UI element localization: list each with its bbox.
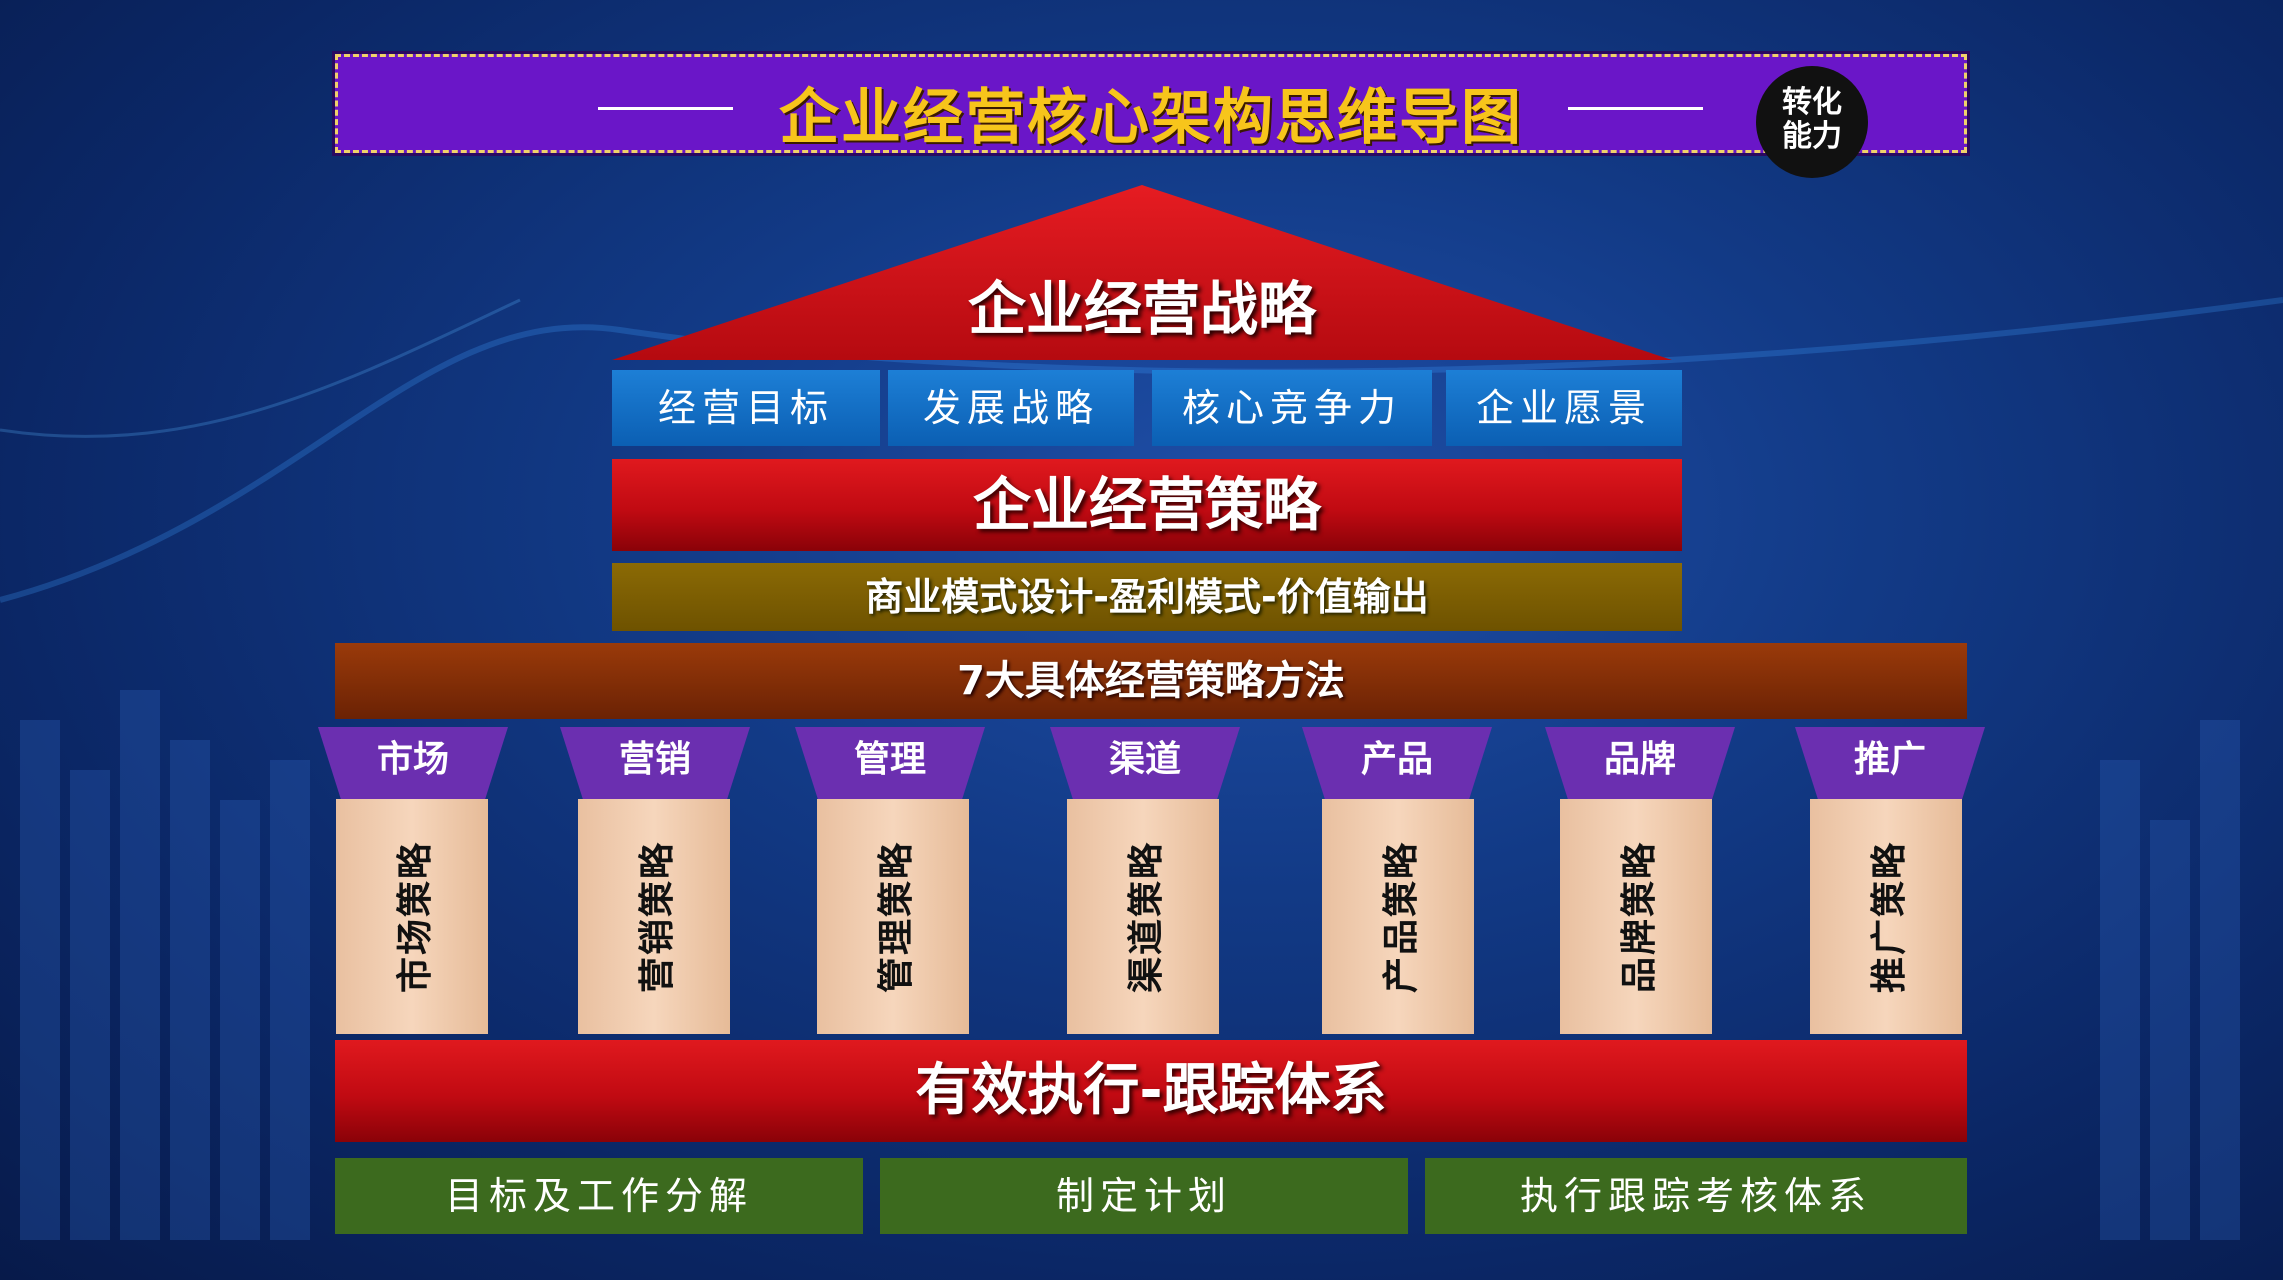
pillar-text-brand: 品牌策略 bbox=[1619, 840, 1660, 993]
methods-band: 7大具体经营策略方法 bbox=[335, 643, 1967, 719]
pillar-body-marketing: 营销策略 bbox=[578, 799, 730, 1034]
title-right-rule bbox=[1568, 107, 1703, 110]
strategy-item-business-goal: 经营目标 bbox=[612, 370, 880, 446]
pillar-body-market: 市场策略 bbox=[336, 799, 488, 1034]
pillar-head-promotion: 推广 bbox=[1795, 727, 1985, 799]
strategy-item-core-competitiveness: 核心竞争力 bbox=[1152, 370, 1432, 446]
execution-item-make-plan: 制定计划 bbox=[880, 1158, 1408, 1234]
roof-triangle bbox=[612, 185, 1672, 360]
execution-item-goal-breakdown: 目标及工作分解 bbox=[335, 1158, 863, 1234]
pillar-head-channel: 渠道 bbox=[1050, 727, 1240, 799]
pillar-head-brand: 品牌 bbox=[1545, 727, 1735, 799]
logo-text-line2: 能力 bbox=[1782, 119, 1842, 154]
pillar-text-product: 产品策略 bbox=[1381, 840, 1422, 993]
pillar-body-channel: 渠道策略 bbox=[1067, 799, 1219, 1034]
title-banner: 企业经营核心架构思维导图 转化 能力 bbox=[332, 51, 1970, 178]
strategy-item-development-strategy: 发展战略 bbox=[888, 370, 1134, 446]
pillar-body-promotion: 推广策略 bbox=[1810, 799, 1962, 1034]
title-left-rule bbox=[598, 107, 733, 110]
pillar-head-product: 产品 bbox=[1302, 727, 1492, 799]
pillar-body-management: 管理策略 bbox=[817, 799, 969, 1034]
pillar-head-marketing: 营销 bbox=[560, 727, 750, 799]
execution-band: 有效执行-跟踪体系 bbox=[335, 1040, 1967, 1142]
pillar-head-management: 管理 bbox=[795, 727, 985, 799]
policy-band: 企业经营策略 bbox=[612, 459, 1682, 551]
pillar-body-brand: 品牌策略 bbox=[1560, 799, 1712, 1034]
pillar-body-product: 产品策略 bbox=[1322, 799, 1474, 1034]
logo-text-line1: 转化 bbox=[1782, 85, 1842, 120]
brand-logo: 转化 能力 bbox=[1756, 66, 1868, 178]
strategy-item-vision: 企业愿景 bbox=[1446, 370, 1682, 446]
execution-item-tracking-system: 执行跟踪考核体系 bbox=[1425, 1158, 1967, 1234]
roof-label: 企业经营战略 bbox=[967, 275, 1316, 343]
pillar-text-promotion: 推广策略 bbox=[1869, 840, 1910, 993]
pillar-head-market: 市场 bbox=[318, 727, 508, 799]
pillar-text-management: 管理策略 bbox=[876, 840, 917, 993]
business-model-band: 商业模式设计-盈利模式-价值输出 bbox=[612, 563, 1682, 631]
page-title: 企业经营核心架构思维导图 bbox=[779, 83, 1523, 153]
pillar-text-marketing: 营销策略 bbox=[637, 840, 678, 993]
pillar-text-market: 市场策略 bbox=[395, 840, 436, 993]
pillar-text-channel: 渠道策略 bbox=[1126, 840, 1167, 993]
